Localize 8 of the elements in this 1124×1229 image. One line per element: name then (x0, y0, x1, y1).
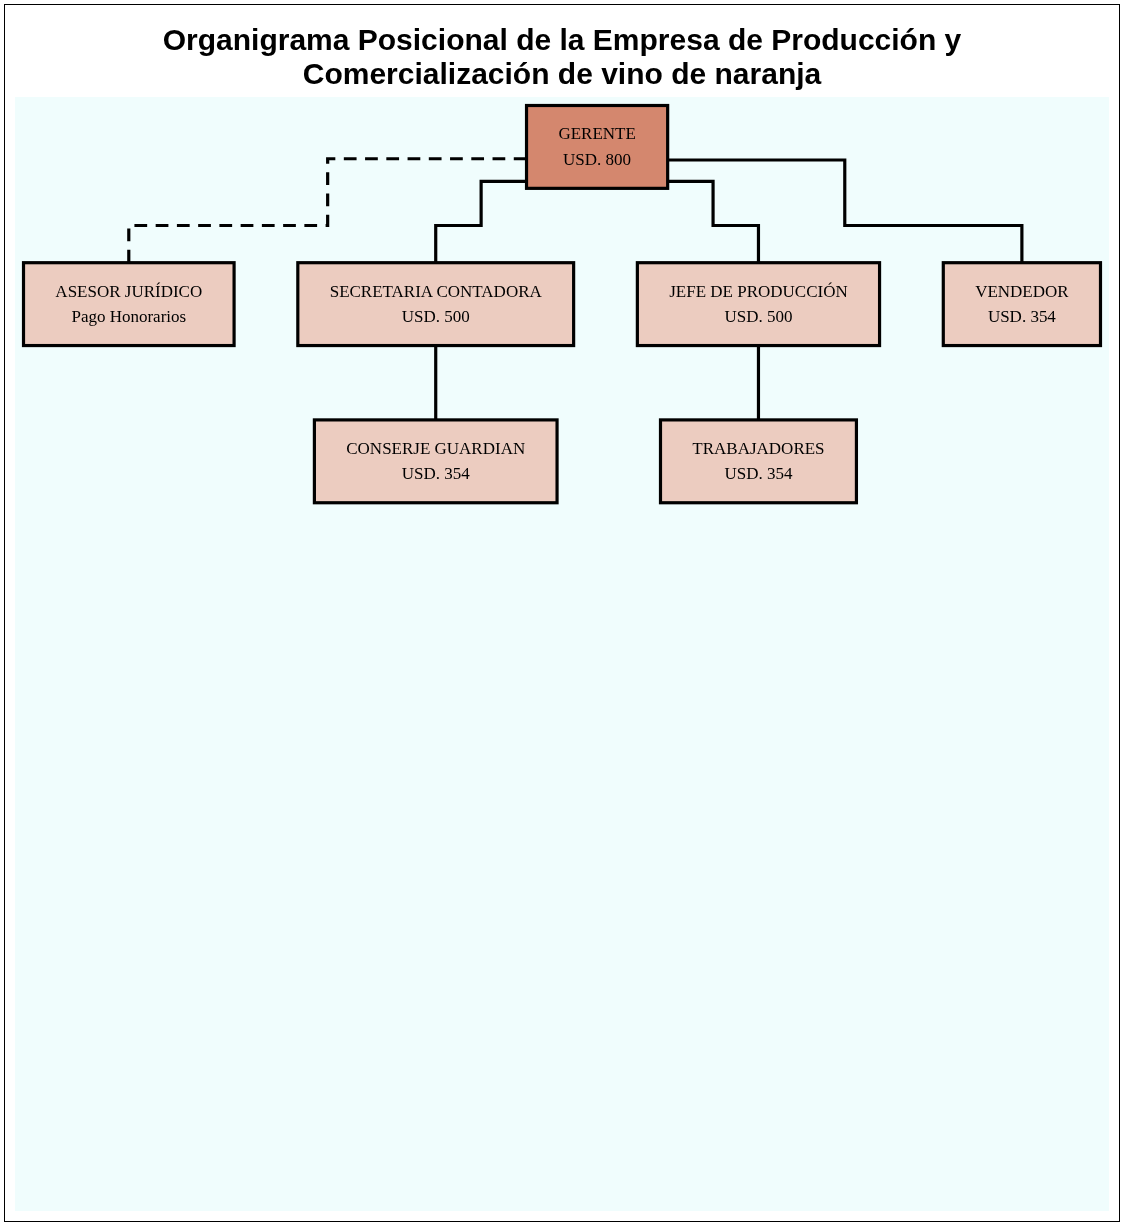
node-box: TRABAJADORES USD. 354 (658, 418, 859, 505)
node-box: ASESOR JURÍDICO Pago Honorarios (21, 261, 236, 348)
diagram-title: Organigrama Posicional de la Empresa de Producción y Comercialización de vino de naranja (161, 23, 963, 91)
node-box: GERENTE USD. 800 (524, 103, 670, 190)
node-box: CONSERJE GUARDIAN USD. 354 (312, 418, 559, 505)
node-box: JEFE DE PRODUCCIÓN USD. 500 (635, 261, 882, 348)
node-box: SECRETARIA CONTADORA USD. 500 (296, 261, 576, 348)
node-box: VENDEDOR USD. 354 (941, 261, 1103, 348)
